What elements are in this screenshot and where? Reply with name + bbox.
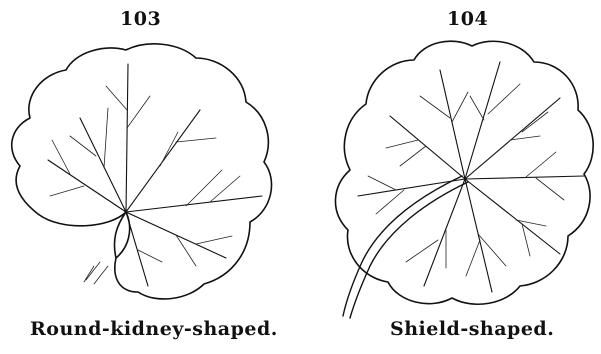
figure-103-number: 103 xyxy=(120,8,161,30)
figure-104-caption: Shield-shaped. xyxy=(390,318,554,340)
figure-103-caption: Round-kidney-shaped. xyxy=(30,318,278,340)
shield-leaf-outline xyxy=(335,41,593,304)
figure-104-number: 104 xyxy=(447,8,488,30)
kidney-shaped-leaf-drawing xyxy=(12,44,272,299)
kidney-leaf-outline xyxy=(12,44,272,299)
leaf-stalk xyxy=(343,176,462,316)
shield-shaped-leaf-drawing xyxy=(335,41,593,318)
